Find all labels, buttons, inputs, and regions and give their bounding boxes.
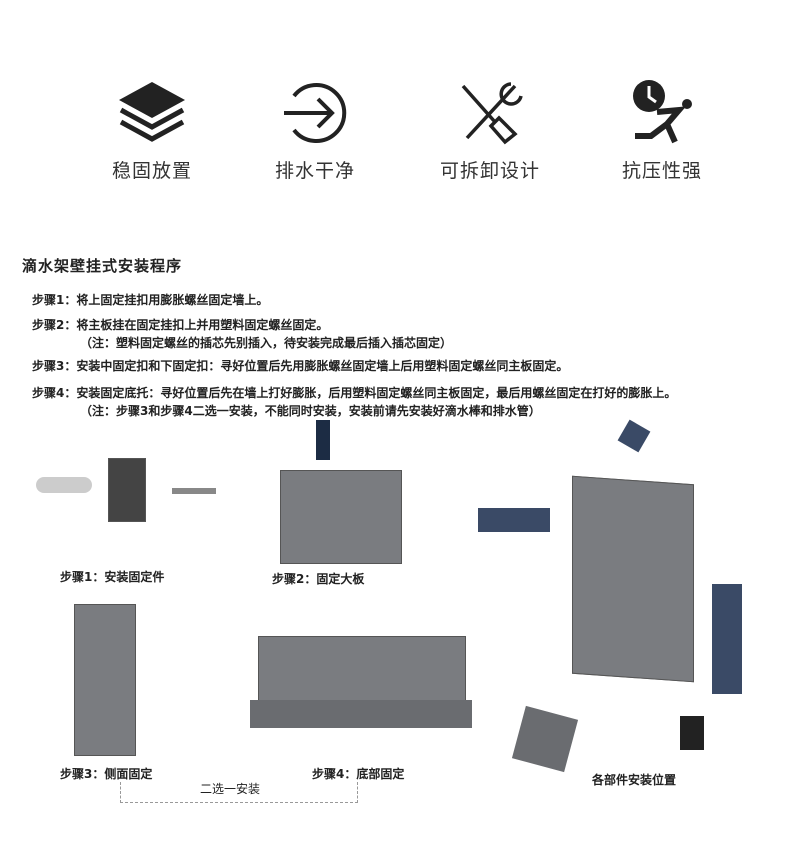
drain-elbow-image	[680, 716, 704, 750]
section-title: 滴水架壁挂式安装程序	[22, 257, 183, 275]
feature-label: 稳固放置	[111, 160, 192, 182]
caption-step1: 步骤1：安装固定件	[60, 570, 165, 584]
side-clips-image	[478, 508, 550, 532]
step-2-note: （注：塑料固定螺丝的插芯先别插入，待安装完成最后插入插芯固定）	[80, 336, 453, 350]
feature-label: 抗压性强	[621, 160, 702, 182]
plastic-screw-image	[316, 420, 330, 460]
side-mount-image	[74, 604, 136, 756]
pressure-icon	[633, 80, 692, 144]
feature-drain: 排水干净	[245, 80, 385, 183]
main-board-image	[280, 470, 402, 564]
feature-label: 可拆卸设计	[439, 160, 540, 182]
feature-detachable: 可拆卸设计	[420, 80, 560, 183]
caption-step4: 步骤4：底部固定	[312, 767, 405, 781]
caption-step3: 步骤3：侧面固定	[60, 767, 153, 781]
layers-icon	[119, 82, 185, 142]
caption-step2: 步骤2：固定大板	[272, 572, 365, 586]
caption-parts: 各部件安装位置	[592, 773, 677, 787]
bottom-bracket-image	[511, 705, 579, 773]
step-2: 步骤2：将主板挂在固定挂扣上并用塑料固定螺丝固定。	[32, 318, 329, 332]
tools-icon	[461, 82, 523, 145]
step-4-note: （注：步骤3和步骤4二选一安装，不能同时安装，安装前请先安装好滴水棒和排水管）	[80, 404, 541, 418]
bottom-tray-image	[250, 700, 472, 728]
hook-clip-image	[108, 458, 146, 522]
step-4: 步骤4：安装固定底托：寻好位置后先在墙上打好膨胀，后用塑料固定螺丝同主板固定，最…	[32, 386, 677, 400]
caption-either: 二选一安装	[196, 780, 265, 797]
screw-image	[172, 488, 216, 494]
top-clip-image	[617, 419, 651, 453]
drain-arrow-icon	[284, 83, 347, 143]
exploded-board-image	[572, 475, 694, 683]
feature-stable: 稳固放置	[82, 80, 222, 183]
feature-label: 排水干净	[274, 160, 355, 182]
bottom-mount-image	[258, 636, 466, 704]
wall-plug-image	[36, 477, 92, 493]
step-1: 步骤1：将上固定挂扣用膨胀螺丝固定墙上。	[32, 293, 269, 307]
either-bracket	[120, 782, 358, 803]
lower-clips-image	[712, 584, 742, 694]
step-3: 步骤3：安装中固定扣和下固定扣：寻好位置后先用膨胀螺丝固定墙上后用塑料固定螺丝同…	[32, 359, 569, 373]
feature-pressure: 抗压性强	[592, 80, 732, 183]
